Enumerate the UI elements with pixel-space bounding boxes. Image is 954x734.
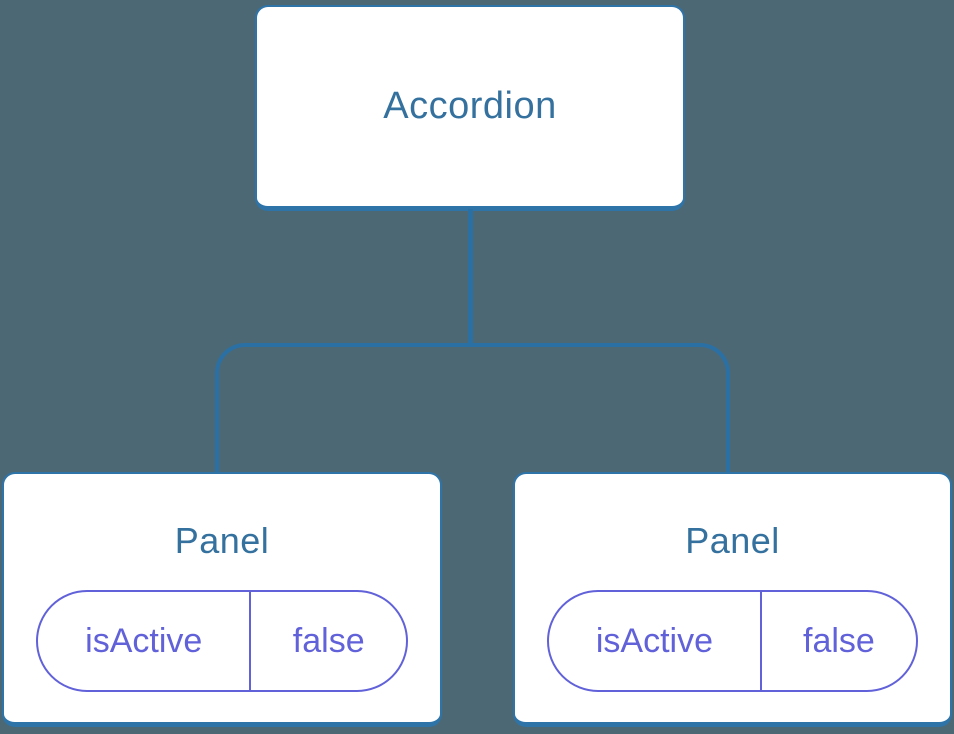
state-pill: isActive false (547, 590, 918, 692)
state-name-cell: isActive (38, 592, 252, 690)
state-value-cell: false (803, 621, 875, 660)
panel-node-label: Panel (174, 520, 270, 561)
state-name-cell: isActive (549, 592, 762, 690)
panel-node-label: Panel (685, 520, 780, 561)
connector-stem-line (468, 209, 473, 345)
tree-node-accordion: Accordion (255, 5, 685, 211)
accordion-node-label: Accordion (383, 85, 557, 127)
state-pill: isActive false (36, 590, 408, 692)
state-value-cell: false (292, 621, 365, 660)
tree-node-panel-left: Panel isActive false (2, 472, 442, 727)
tree-node-panel-right: Panel isActive false (513, 472, 952, 727)
connector-branch-line (215, 343, 730, 472)
